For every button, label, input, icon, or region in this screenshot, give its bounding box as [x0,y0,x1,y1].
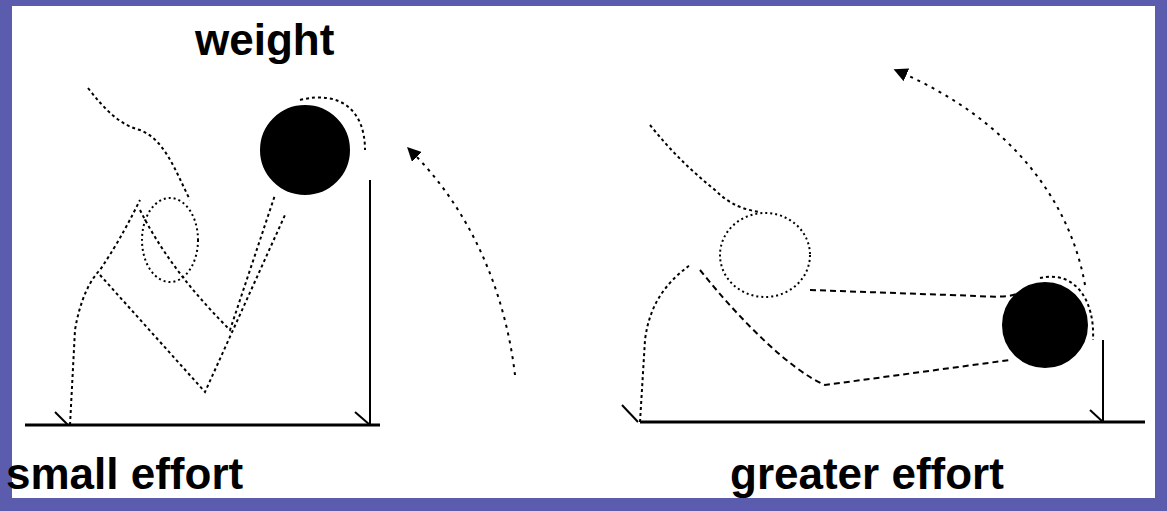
tick [355,412,370,425]
weight-line [1102,340,1104,422]
ground-line [25,424,380,427]
torso-outline [640,265,690,422]
tick [622,405,638,422]
biceps-muscle [142,198,198,282]
weight-ball [1003,283,1087,367]
motion-arrow [412,152,515,375]
hand [300,97,365,150]
effort-label: small effort [6,452,243,496]
forearm [140,195,275,330]
weight-label: weight [195,18,334,62]
weight-ball [261,106,349,194]
forearm [700,270,1010,385]
upper-arm [810,290,1025,297]
ground-line [640,421,1145,424]
effort-label: greater effort [730,452,1004,496]
biceps-muscle [720,213,810,297]
torso-outline [88,88,190,200]
motion-arrow [900,72,1085,285]
torso-outline [650,125,760,212]
tick [1090,410,1103,422]
torso-outline [70,200,140,425]
tick [55,412,68,425]
upper-arm [100,215,285,392]
weight-line [369,180,371,425]
hand [1040,277,1093,340]
